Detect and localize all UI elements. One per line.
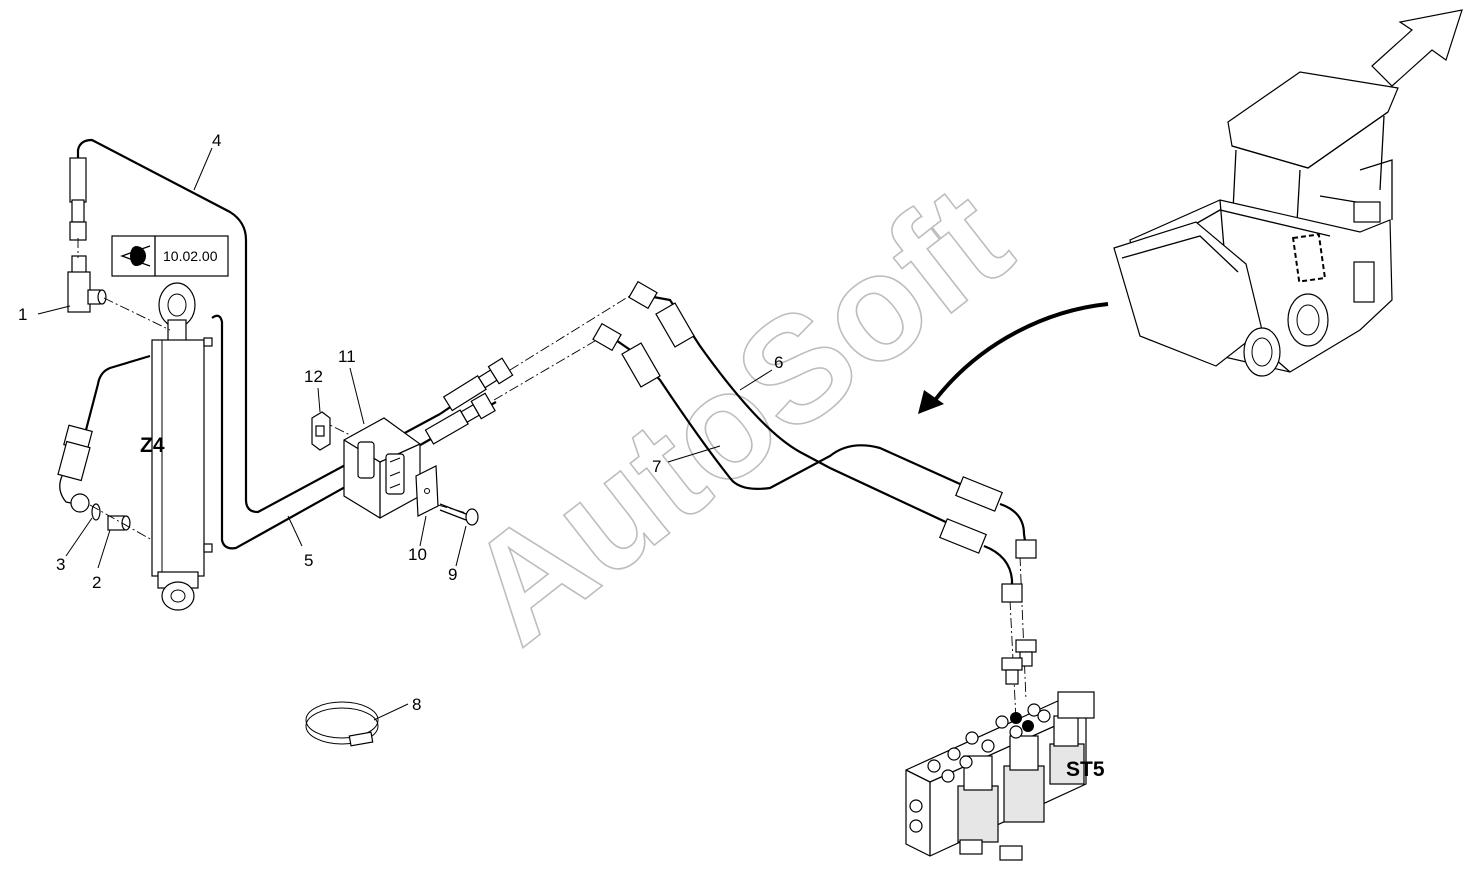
washer-3: [91, 503, 101, 521]
eye-icon: [120, 245, 151, 267]
adapter-fittings: [1001, 639, 1037, 685]
fitting-2: [107, 515, 131, 531]
callout-4: 4: [212, 131, 221, 150]
valve-block-st5: [905, 691, 1095, 861]
bolt-9: [439, 503, 479, 526]
fitting-1: [67, 255, 107, 313]
hose-5: [211, 314, 423, 550]
hose-6-fitting-upper: [628, 280, 695, 348]
reference-text: 10.02.00: [163, 248, 218, 264]
callout-9: 9: [448, 565, 457, 584]
reference-box: 10.02.00: [111, 235, 229, 277]
hydraulic-cylinder-z4: [151, 282, 213, 611]
cylinder-lower-hose: [57, 354, 151, 513]
label-st5: ST5: [1066, 758, 1105, 781]
hose-6: [592, 280, 1037, 603]
callout-1: 1: [18, 305, 27, 324]
hose-6-fitting-lower: [592, 322, 661, 388]
hose-6-fitting-right-upper: [955, 476, 1037, 559]
callout-11: 11: [338, 347, 356, 366]
clip-12: [311, 411, 331, 451]
callout-8: 8: [412, 695, 421, 714]
callout-3: 3: [56, 555, 65, 574]
label-z4: Z4: [140, 434, 165, 457]
callout-labels: 1 2 3 4 5 6 7 8 9 10 11 12: [18, 131, 783, 714]
callout-5: 5: [304, 551, 313, 570]
callout-12: 12: [304, 367, 323, 386]
watermark-text: AutoSoft: [436, 153, 1038, 675]
callout-6: 6: [774, 353, 783, 372]
plate-10: [415, 465, 439, 517]
paver-machine-illustration: [1113, 71, 1399, 377]
view-direction-arrow: [1371, 9, 1463, 87]
detail-pointer-arrow: [918, 302, 1109, 414]
cable-tie-8: [305, 701, 379, 747]
callout-7: 7: [652, 457, 661, 476]
hose-7: [421, 357, 514, 445]
callout-10: 10: [408, 545, 427, 564]
clamp-11: [343, 417, 421, 519]
callout-2: 2: [92, 573, 101, 592]
hose-4: [69, 138, 441, 514]
callout-leaders: [37, 147, 773, 721]
hose-6-fitting-right-lower: [939, 518, 1023, 603]
